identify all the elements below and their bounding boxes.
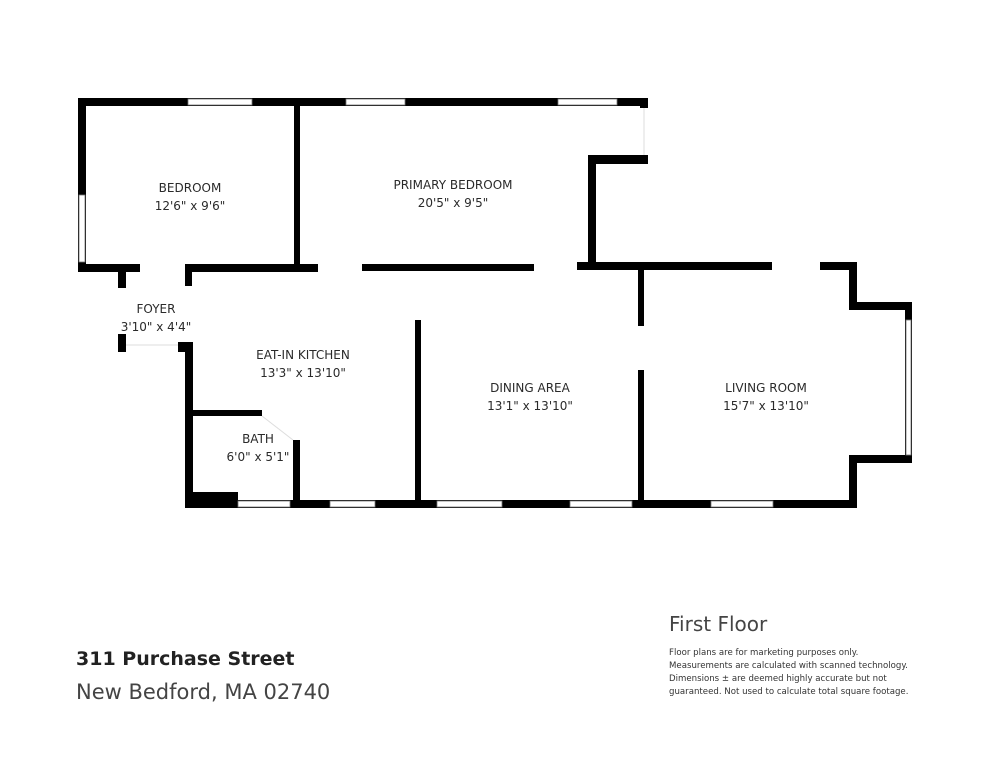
room-size: 15'7" x 13'10" [723,399,809,413]
room-bedroom: BEDROOM 12'6" x 9'6" [155,179,226,215]
room-foyer: FOYER 3'10" x 4'4" [121,300,192,336]
room-size: 12'6" x 9'6" [154,199,226,213]
door-openings [126,108,645,441]
room-dining-area: DINING AREA 13'1" x 13'10" [487,379,573,415]
room-size: 6'0" x 5'1" [226,450,290,464]
room-eat-in-kitchen: EAT-IN KITCHEN 13'3" x 13'10" [256,346,350,382]
room-name: PRIMARY BEDROOM [393,178,513,192]
room-bath: BATH 6'0" x 5'1" [227,430,290,466]
disclaimer: Floor plans are for marketing purposes o… [669,647,908,699]
street-address: 311 Purchase Street [76,648,295,670]
room-name: EAT-IN KITCHEN [256,348,350,362]
floor-label: First Floor [669,612,768,636]
room-name: FOYER [136,302,176,316]
room-name: DINING AREA [490,381,570,395]
room-size: 20'5" x 9'5" [417,196,489,210]
room-name: BATH [242,432,274,446]
room-size: 13'3" x 13'10" [260,366,346,380]
room-size: 3'10" x 4'4" [120,320,192,334]
room-name: LIVING ROOM [725,381,807,395]
city-address: New Bedford, MA 02740 [76,680,331,704]
disclaimer-line: guaranteed. Not used to calculate total … [669,687,909,697]
windows [78,98,912,508]
room-size: 13'1" x 13'10" [487,399,573,413]
disclaimer-line: Measurements are calculated with scanned… [669,661,908,671]
walls [78,98,912,508]
disclaimer-line: Floor plans are for marketing purposes o… [669,648,859,658]
disclaimer-line: Dimensions ± are deemed highly accurate … [669,674,887,684]
room-primary-bedroom: PRIMARY BEDROOM 20'5" x 9'5" [393,176,512,212]
room-name: BEDROOM [158,181,222,195]
room-living-room: LIVING ROOM 15'7" x 13'10" [723,379,809,415]
